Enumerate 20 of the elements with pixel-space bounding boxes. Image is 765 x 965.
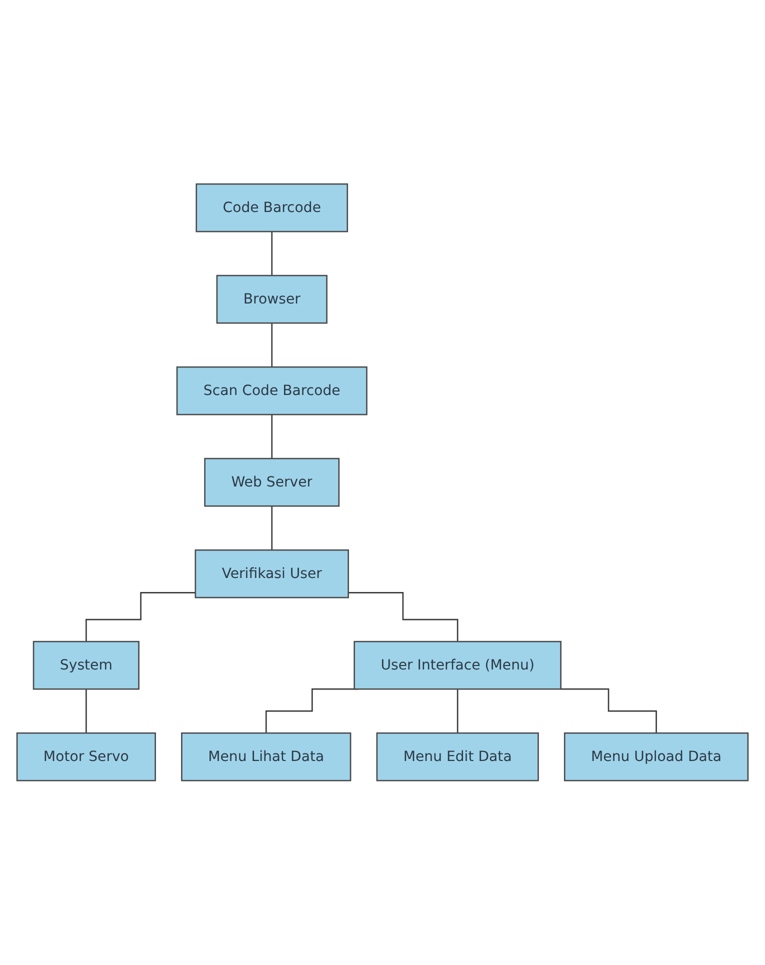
node-box: Verifikasi User: [194, 550, 349, 598]
connector: [348, 592, 458, 642]
connector: [271, 322, 273, 368]
node-box: Browser: [216, 275, 328, 324]
connector: [271, 414, 273, 460]
connector: [271, 231, 273, 276]
connector: [456, 688, 458, 734]
node-box: System: [32, 641, 140, 690]
node-box: Scan Code Barcode: [176, 366, 368, 416]
connector: [271, 506, 273, 551]
node-box: Web Server: [204, 458, 340, 507]
connector: [560, 688, 657, 734]
connector: [86, 688, 87, 734]
node-box: User Interface (Menu): [354, 641, 562, 690]
node-box: Motor Servo: [16, 732, 156, 782]
node-box: Menu Lihat Data: [181, 732, 352, 782]
node-box: Menu Upload Data: [564, 732, 749, 782]
node-box: Code Barcode: [196, 184, 348, 232]
connector: [86, 592, 196, 642]
node-box: Menu Edit Data: [376, 732, 539, 782]
